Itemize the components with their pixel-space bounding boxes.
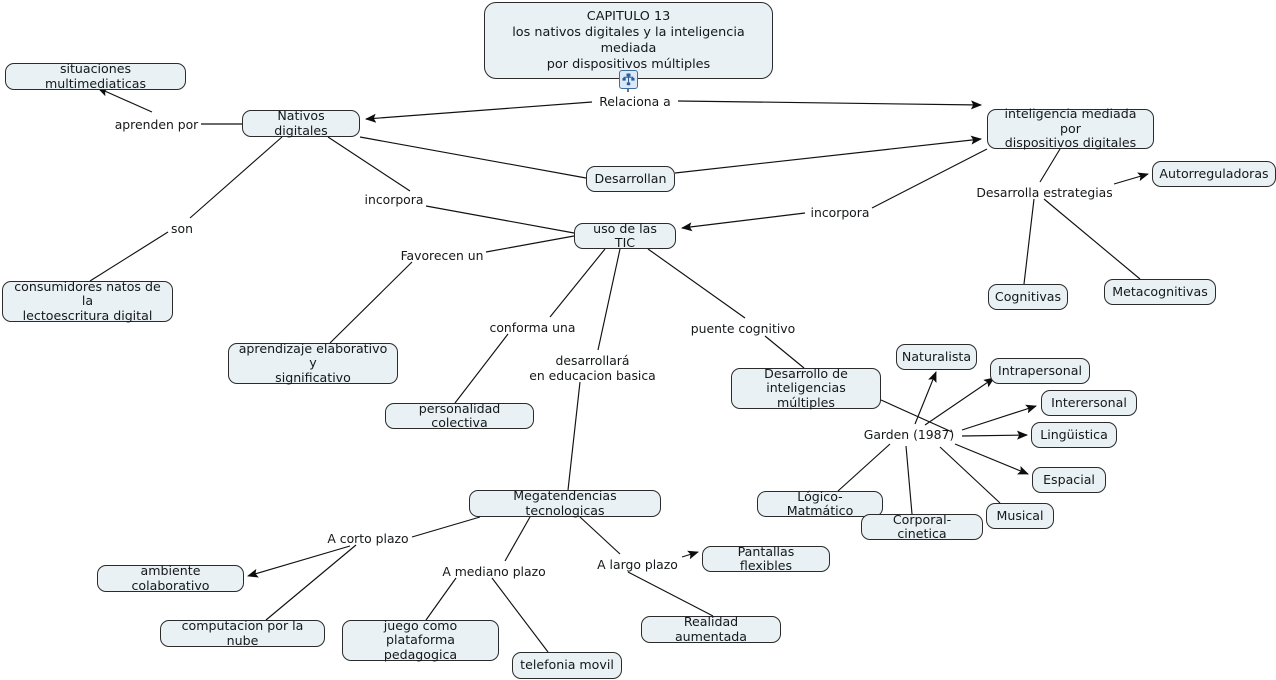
edge-garden-to-intrapersonal: [924, 377, 995, 426]
link-phrase-relaciona[interactable]: Relaciona a: [599, 94, 671, 109]
concept-node-telefonia[interactable]: telefonia movil: [512, 652, 622, 679]
edge-corto-to-ambiente: [247, 545, 351, 578]
edge-inteligencia-to-incorpora-right: [871, 148, 988, 209]
edge-megatendencias-to-largo: [579, 516, 621, 555]
edge-desarrollara-to-megatendencias: [567, 381, 581, 491]
concept-node-espacial[interactable]: Espacial: [1032, 467, 1106, 493]
edge-megatendencias-to-mediano: [504, 516, 531, 562]
edge-garden-to-logico: [837, 443, 891, 492]
edge-aprenden-por-to-situaciones: [97, 87, 153, 113]
concept-node-inteligencia[interactable]: inteligencia mediada por dispositivos di…: [987, 107, 1154, 150]
link-phrase-puente[interactable]: puente cognitivo: [690, 321, 796, 336]
concept-node-intrapersonal[interactable]: Intrapersonal: [990, 358, 1090, 384]
concept-map-node-icon[interactable]: [619, 70, 638, 89]
edge-desarrolla-estr-to-autorreguladoras: [1113, 172, 1149, 185]
edge-garden-to-espacial: [954, 443, 1029, 475]
concept-node-megatendencias[interactable]: Megatendencias tecnologicas: [469, 488, 661, 517]
link-phrase-incorpora_r[interactable]: incorpora: [810, 205, 870, 220]
concept-node-juego[interactable]: juego como plataforma pedagogica: [342, 618, 499, 662]
edge-incorpora-left-to-tic: [425, 205, 575, 234]
concept-node-desarrollan[interactable]: Desarrollan: [586, 166, 675, 192]
concept-node-ambiente[interactable]: ambiente colaborativo: [97, 563, 244, 592]
concept-node-aprendizaje[interactable]: aprendizaje elaborativo y significativo: [228, 341, 398, 385]
edge-garden-to-linguistica: [961, 430, 1028, 440]
edge-puente-to-desarrollo-im: [764, 335, 805, 369]
edge-tic-to-puente: [647, 248, 746, 319]
edge-relaciona-to-nativos: [365, 101, 593, 123]
link-phrase-desarrolla_e[interactable]: Desarrolla estrategias: [976, 185, 1113, 200]
concept-node-metacognitivas[interactable]: Metacognitivas: [1104, 279, 1216, 305]
concept-node-interersonal[interactable]: Interersonal: [1041, 390, 1137, 416]
edge-relaciona-to-inteligencia: [677, 100, 982, 110]
edge-garden-to-corporal: [905, 445, 913, 515]
concept-node-linguistica[interactable]: Lingüistica: [1031, 422, 1117, 448]
concept-node-situaciones[interactable]: situaciones multimediaticas: [5, 61, 186, 90]
edge-nativos-to-desarrollan: [359, 136, 587, 179]
concept-node-naturalista[interactable]: Naturalista: [896, 344, 977, 370]
edge-garden-to-interersonal: [961, 404, 1037, 431]
edge-largo-to-pantallas: [681, 550, 699, 560]
concept-node-root[interactable]: CAPITULO 13 los nativos digitales y la i…: [484, 2, 773, 79]
concept-node-pantallas[interactable]: Pantallas flexibles: [702, 544, 830, 573]
edge-mediano-to-telefonia: [491, 577, 549, 653]
concept-node-nativos[interactable]: Nativos digitales: [242, 108, 360, 137]
edge-son-to-consumidores: [89, 231, 169, 282]
edge-megatendencias-to-corto: [411, 516, 481, 538]
link-phrase-conforma[interactable]: conforma una: [489, 320, 576, 335]
concept-node-musical[interactable]: Musical: [986, 503, 1054, 529]
edge-garden-to-naturalista: [914, 371, 937, 425]
link-phrase-garden[interactable]: Garden (1987): [863, 427, 955, 442]
concept-node-tic[interactable]: uso de las TIC: [574, 221, 676, 250]
edge-nativos-to-son: [189, 136, 283, 219]
edge-mediano-to-juego: [425, 577, 457, 621]
concept-node-corporal[interactable]: Corporal-cinetica: [861, 512, 983, 541]
edge-conforma-to-personalidad: [454, 333, 509, 404]
edge-largo-to-realidad: [627, 571, 714, 617]
edge-tic-to-favorecen: [485, 235, 575, 253]
concept-node-autorreguladoras[interactable]: Autorreguladoras: [1152, 161, 1276, 187]
concept-node-logico[interactable]: Lógico-Matmático: [757, 489, 883, 518]
edge-inteligencia-to-desarrolla-estr: [1039, 148, 1061, 183]
link-phrase-favorecen[interactable]: Favorecen un: [400, 248, 484, 263]
link-phrase-son[interactable]: son: [171, 221, 193, 236]
edge-desarrolla-estr-to-cognitivas: [1023, 198, 1035, 285]
edge-nativos-to-incorpora-left: [327, 136, 411, 192]
concept-node-personalidad[interactable]: personalidad colectiva: [385, 401, 534, 430]
concept-node-computacion[interactable]: computacion por la nube: [160, 618, 325, 647]
link-phrase-incorpora_l[interactable]: incorpora: [364, 192, 424, 207]
link-phrase-corto[interactable]: A corto plazo: [327, 531, 409, 546]
concept-node-cognitivas[interactable]: Cognitivas: [988, 284, 1068, 310]
edge-tic-to-desarrollara: [597, 248, 621, 351]
link-phrase-mediano[interactable]: A mediano plazo: [442, 564, 546, 579]
link-phrase-aprenden[interactable]: aprenden por: [114, 117, 199, 132]
concept-node-consumidores[interactable]: consumidores natos de la lectoescritura …: [2, 279, 173, 323]
concept-node-desarrollo_im[interactable]: Desarrollo de inteligencias múltiples: [731, 366, 881, 410]
concept-node-realidad[interactable]: Realidad aumentada: [641, 614, 781, 643]
edge-favorecen-to-aprendizaje: [329, 261, 413, 344]
edge-desarrolla-estr-to-metacognitivas: [1043, 198, 1141, 280]
edge-corto-to-computacion: [265, 544, 357, 621]
edge-desarrollan-to-inteligencia: [674, 135, 982, 174]
link-phrase-largo[interactable]: A largo plazo: [597, 557, 678, 572]
edge-garden-to-musical: [939, 446, 1001, 504]
edge-incorpora-right-to-tic: [681, 212, 806, 232]
link-phrase-desarrollara[interactable]: desarrollará en educacion basica: [529, 353, 656, 383]
edge-tic-to-conforma: [549, 248, 606, 318]
